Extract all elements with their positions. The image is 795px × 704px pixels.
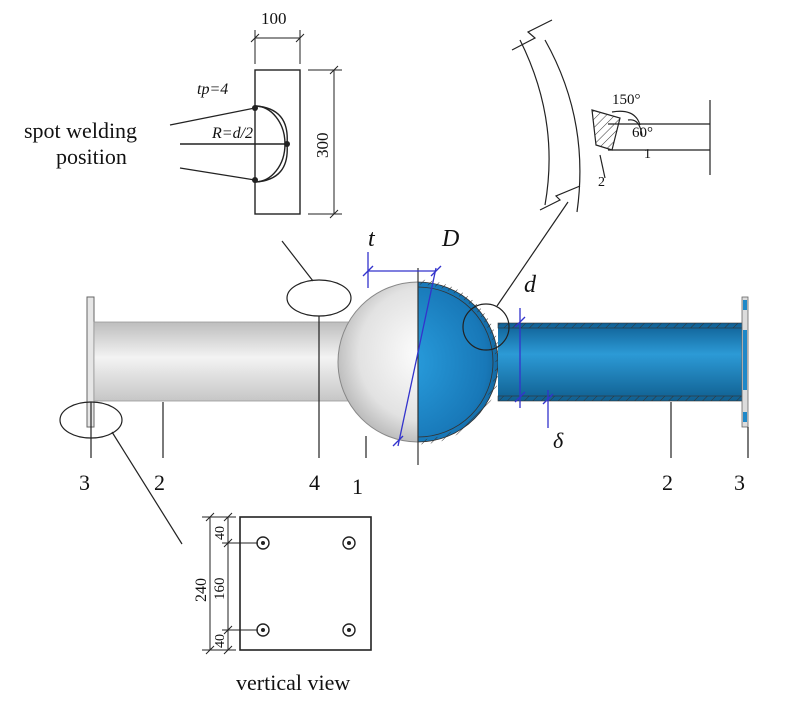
part-3-right: 3 [734, 470, 745, 495]
part-4: 4 [309, 470, 320, 495]
vertical-view-plate [202, 512, 372, 655]
t-label: t [368, 226, 376, 252]
plate-detail [169, 30, 342, 219]
position-label: position [56, 144, 127, 169]
angle-150-label: 150° [612, 92, 641, 108]
radius-label: R=d/2 [211, 125, 253, 142]
dimension-marks [362, 252, 554, 447]
weld-detail [511, 19, 711, 213]
leader-lines [59, 201, 749, 545]
dim-40-top-label: 40 [213, 526, 228, 540]
part-1: 1 [352, 474, 363, 499]
dim-40-bottom-label: 40 [213, 634, 228, 648]
vertical-view-caption: vertical view [236, 670, 350, 695]
plate-height-label: 300 [313, 133, 332, 159]
delta-label: δ [553, 428, 564, 453]
ball-left-half [337, 281, 418, 443]
weld-2-label: 2 [598, 175, 605, 190]
angle-60-label: 60° [632, 125, 653, 141]
part-2-right: 2 [662, 470, 673, 495]
left-tube [93, 321, 357, 402]
tp-label: tp=4 [197, 81, 228, 98]
dim-240-label: 240 [193, 578, 210, 602]
D-label: D [441, 226, 459, 252]
weld-1-label: 1 [644, 147, 651, 162]
dim-160-label: 160 [212, 578, 228, 601]
right-tube-section [498, 323, 744, 401]
d-label: d [524, 272, 537, 298]
plate-width-label: 100 [261, 9, 287, 28]
spot-welding-label: spot welding [24, 118, 137, 143]
part-3-left: 3 [79, 470, 90, 495]
part-2-left: 2 [154, 470, 165, 495]
